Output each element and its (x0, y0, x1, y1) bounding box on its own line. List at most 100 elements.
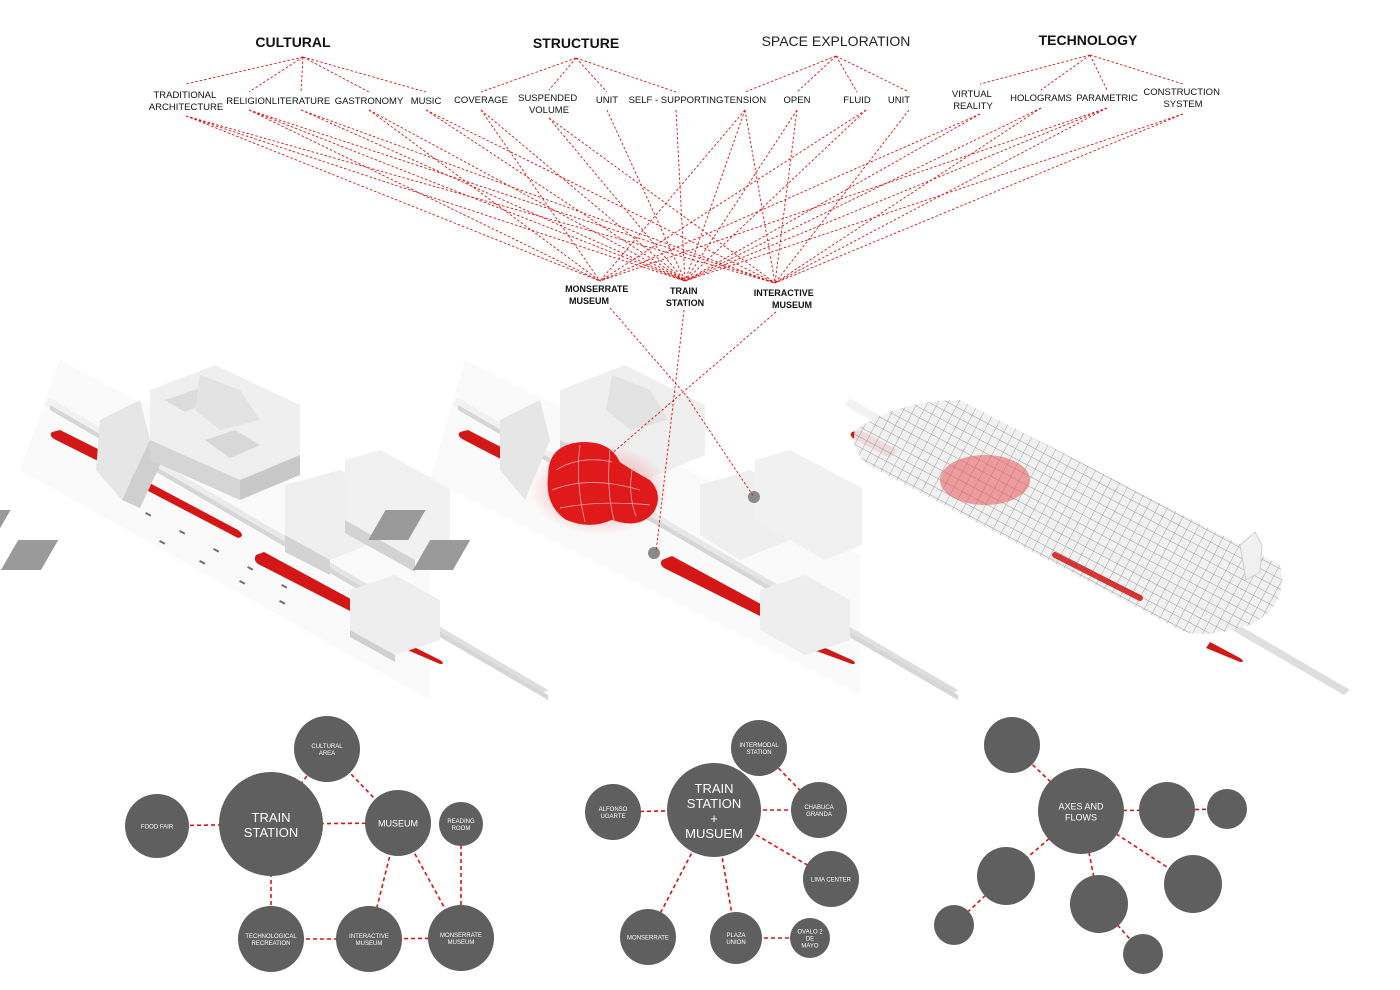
category-space-exploration: SPACE EXPLORATION TENSION OPEN FLUID UNI… (724, 33, 911, 106)
concept-link (248, 109, 776, 284)
flow-d-bubble (977, 847, 1035, 905)
program-intmus-bubble (336, 906, 402, 972)
flow-g-bubble (1123, 934, 1163, 974)
concept-link (300, 56, 304, 93)
category-technology-label: TECHNOLOGY (1039, 32, 1138, 48)
concept-link (684, 109, 746, 282)
concept-link (1089, 54, 1184, 85)
concept-link (548, 117, 776, 284)
program-train-station: TRAIN STATION (666, 286, 704, 308)
concept-link (599, 107, 1108, 282)
program-interactive-museum: INTERACTIVE MUSEUM (754, 288, 817, 310)
concept-link (744, 109, 776, 284)
concept-link (425, 109, 686, 282)
concept-parametric: PARAMETRIC (1076, 93, 1138, 104)
concept-fluid: FLUID (843, 95, 871, 106)
concept-unit-space: UNIT (888, 95, 910, 106)
concept-link (684, 107, 1042, 282)
concept-link (575, 57, 608, 93)
program-museum-bubble (365, 790, 431, 856)
concept-tension: TENSION (724, 95, 766, 106)
flow-h-bubble (1164, 855, 1222, 913)
concept-link (185, 115, 601, 282)
concept-link (744, 55, 837, 93)
concept-link (185, 56, 304, 85)
program-reading-bubble (439, 802, 483, 846)
program-food-bubble (125, 794, 189, 858)
concept-traditional-architecture: TRADITIONAL ARCHITECTURE (149, 90, 223, 113)
flow-axes-bubble (1038, 768, 1124, 854)
concept-link (684, 109, 798, 282)
category-space-label: SPACE EXPLORATION (762, 33, 911, 49)
program-techrec-bubble (238, 906, 304, 972)
concept-suspended-volume: SUSPENDED VOLUME (518, 93, 580, 116)
concept-link (185, 115, 686, 282)
axonometric-model-programs (368, 360, 958, 700)
concept-link (599, 109, 746, 282)
context-monserrate-bubble (620, 909, 676, 965)
category-cultural: CULTURAL TRADITIONAL ARCHITECTURE RELIGI… (149, 34, 442, 113)
concept-link (300, 109, 686, 282)
concept-virtual-reality: VIRTUAL REALITY (952, 89, 994, 112)
program-monmus-bubble (428, 905, 494, 971)
category-structure: STRUCTURE COVERAGE SUSPENDED VOLUME UNIT… (454, 35, 723, 116)
concept-link (300, 109, 776, 284)
concept-link (480, 109, 686, 282)
concept-holograms: HOLOGRAMS (1010, 93, 1072, 104)
flow-a-bubble (984, 717, 1040, 773)
concept-music: MUSIC (411, 96, 442, 107)
concept-link (302, 56, 427, 93)
programs: MONSERRATE MUSEUM TRAIN STATION INTERACT… (565, 284, 817, 310)
concept-religion: RELIGION (226, 96, 272, 107)
program-museum-label: MUSEUM (378, 819, 418, 829)
concept-link (796, 55, 837, 93)
flow-f-bubble (1070, 875, 1128, 933)
concept-link (979, 54, 1091, 85)
category-cultural-label: CULTURAL (255, 34, 331, 50)
concept-link (774, 107, 1108, 284)
axonometric-model-site (0, 360, 548, 700)
concept-link (248, 109, 686, 282)
concept-link (675, 109, 686, 282)
context-alfonso-bubble (585, 784, 641, 840)
concept-link (248, 56, 304, 93)
concept-link (599, 109, 867, 282)
concept-link (548, 117, 686, 282)
concept-construction-system: CONSTRUCTION SYSTEM (1143, 87, 1222, 110)
concept-coverage: COVERAGE (454, 95, 508, 106)
context-intermodal-bubble (731, 720, 787, 776)
program-cultural-bubble (294, 716, 360, 782)
context-hub-bubble (667, 763, 761, 857)
category-technology: TECHNOLOGY VIRTUAL REALITY HOLOGRAMS PAR… (952, 32, 1222, 112)
context-chabuca-bubble (791, 782, 847, 838)
concept-self-supporting: SELF - SUPPORTING (629, 95, 724, 106)
axonometric-model-roof-structure (844, 398, 1350, 695)
category-structure-label: STRUCTURE (533, 35, 619, 51)
program-train-bubble (219, 772, 323, 876)
flow-c-bubble (1207, 789, 1247, 829)
concept-link (425, 109, 776, 284)
program-food-label: FOOD FAIR (141, 824, 174, 830)
concept-link (480, 109, 601, 282)
concept-link (1089, 54, 1108, 91)
concept-link (684, 113, 1184, 282)
concept-link (774, 107, 1042, 284)
concept-unit-structure: UNIT (596, 95, 618, 106)
concept-link (368, 109, 686, 282)
concept-open: OPEN (784, 95, 811, 106)
concept-link (835, 55, 858, 93)
program-model-links (609, 307, 777, 553)
bubble-link (156, 823, 272, 827)
